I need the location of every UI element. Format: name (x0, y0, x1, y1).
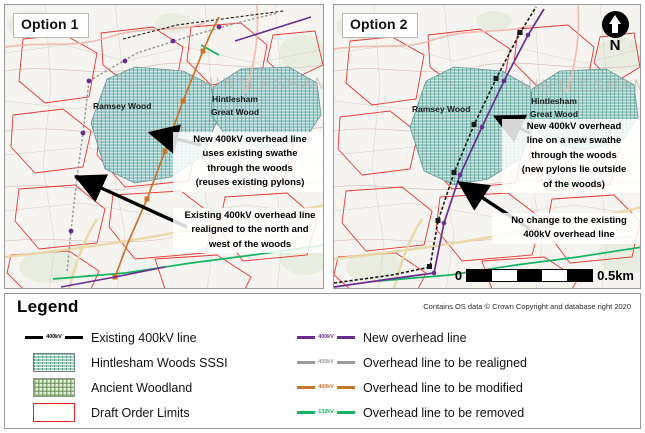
scale-seg-1 (467, 270, 493, 281)
scale-bar-max-label: 0.5km (597, 268, 634, 283)
legend-item-draft-order-limits[interactable]: Draft Order Limits (23, 400, 303, 425)
legend-swatch-modified-line: 400kV (295, 381, 357, 395)
legend-label-draft-order-limits: Draft Order Limits (91, 405, 190, 420)
scale-seg-4 (542, 270, 568, 281)
legend-swatch-new-overhead-line: 400kV (295, 331, 357, 345)
legend-kv-label: 400kV (318, 358, 334, 365)
legend-item-ancient-woodland[interactable]: Ancient Woodland (23, 375, 303, 400)
legend-panel: Legend Contains OS data © Crown Copyrigh… (4, 293, 641, 429)
legend-item-hintlesham-woods-sssi[interactable]: Hintlesham Woods SSSI (23, 350, 303, 375)
legend-title: Legend (17, 297, 79, 316)
annotation-existing-realigned-1: Existing 400kV overhead line realigned t… (173, 208, 323, 254)
legend-column-left: 400kV Existing 400kV line Hintlesham Woo… (23, 325, 303, 425)
map-panel-option-1[interactable]: HINTLESHAM CR (4, 4, 324, 289)
legend-label-new-overhead-line: New overhead line (363, 330, 467, 345)
annotation-new-swathe-2: New 400kV overhead line on a new swathe … (502, 119, 640, 194)
legend-item-existing-400kv-line[interactable]: 400kV Existing 400kV line (23, 325, 303, 350)
os-copyright-credit: Contains OS data © Crown Copyright and d… (423, 302, 631, 311)
line-400kv-new-option-1 (60, 16, 312, 288)
legend-swatch-existing-400kv: 400kV (23, 331, 85, 345)
legend-kv-label: 132kV (318, 408, 334, 415)
scale-bar-graphic (466, 269, 594, 282)
legend-item-overhead-line-realigned[interactable]: 400kV Overhead line to be realigned (295, 350, 635, 375)
line-symbol-grey: 400kV (297, 356, 355, 370)
legend-swatch-removed-line: 132kV (295, 406, 357, 420)
svg-text:HINTLESHAM C: HINTLESHAM C (520, 76, 640, 95)
legend-item-new-overhead-line[interactable]: 400kV New overhead line (295, 325, 635, 350)
legend-kv-label: 400kV (318, 383, 334, 390)
scale-seg-5 (567, 270, 593, 281)
line-symbol-black: 400kV (25, 331, 83, 345)
scale-seg-3 (517, 270, 543, 281)
ancient-woodland-pattern-swatch (33, 378, 75, 397)
legend-label-overhead-line-removed: Overhead line to be removed (363, 405, 525, 420)
legend-label-overhead-line-modified: Overhead line to be modified (363, 380, 523, 395)
scale-bar-min-label: 0 (454, 268, 463, 283)
legend-swatch-sssi (23, 353, 85, 372)
draft-order-limits-swatch (33, 403, 75, 422)
option-badge-2: Option 2 (342, 13, 418, 38)
line-132kv-removed-option-2 (377, 246, 640, 282)
line-400kv-existing-option-2 (334, 6, 537, 284)
north-arrow-icon (601, 11, 629, 38)
legend-item-overhead-line-modified[interactable]: 400kV Overhead line to be modified (295, 375, 635, 400)
north-arrow: N (598, 11, 632, 54)
line-400kv-new-option-2 (334, 8, 545, 288)
annotation-new-400kv-swathe-1: New 400kV overhead line uses existing sw… (173, 132, 323, 192)
map-panel-option-2[interactable]: HINTLESHAM C (333, 4, 641, 289)
line-symbol-green: 132kV (297, 406, 355, 420)
north-arrow-label: N (609, 37, 621, 54)
scale-bar: 0 0.5km (455, 269, 634, 282)
line-symbol-purple: 400kV (297, 331, 355, 345)
legend-item-overhead-line-removed[interactable]: 132kV Overhead line to be removed (295, 400, 635, 425)
annotation-no-change-2: No change to the existing 400kV overhead… (492, 213, 640, 244)
scale-seg-2 (492, 270, 518, 281)
legend-kv-label: 400kV (46, 333, 62, 340)
legend-swatch-draft-order-limits (23, 403, 85, 422)
legend-label-existing-400kv-line: Existing 400kV line (91, 330, 197, 345)
legend-swatch-realigned-line: 400kV (295, 356, 357, 370)
option-badge-1: Option 1 (13, 13, 89, 38)
legend-label-overhead-line-realigned: Overhead line to be realigned (363, 355, 528, 370)
legend-label-hintlesham-woods-sssi: Hintlesham Woods SSSI (91, 355, 228, 370)
legend-column-right: 400kV New overhead line 400kV Overhead l… (295, 325, 635, 425)
sssi-pattern-swatch (33, 353, 75, 372)
legend-kv-label: 400kV (318, 333, 334, 340)
svg-text:HINTLESHAM CR: HINTLESHAM CR (201, 74, 323, 93)
legend-swatch-ancient-woodland (23, 378, 85, 397)
line-symbol-orange: 400kV (297, 381, 355, 395)
line-400kv-existing-option-1 (122, 10, 284, 40)
legend-label-ancient-woodland: Ancient Woodland (91, 380, 193, 395)
